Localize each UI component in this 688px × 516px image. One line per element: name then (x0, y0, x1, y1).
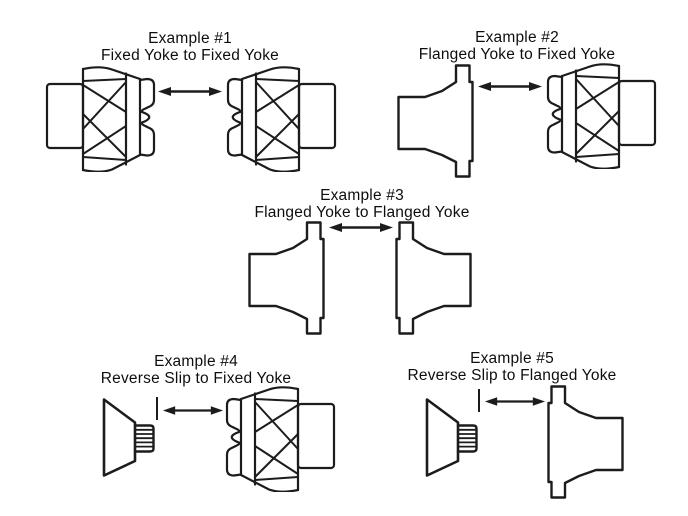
double-arrow-icon (157, 85, 223, 98)
fixed-yoke-drawing (45, 66, 157, 172)
reverse-slip-drawing (424, 398, 479, 478)
flanged-yoke-drawing (394, 221, 472, 335)
example-3-subtitle: Flanged Yoke to Flanged Yoke (254, 204, 470, 221)
reverse-slip-drawing (101, 398, 156, 478)
example-5-subtitle: Reverse Slip to Flanged Yoke (407, 367, 617, 384)
example-3-title: Example #3 (320, 187, 404, 204)
double-arrow-icon (162, 404, 224, 417)
example-1-title: Example #1 (148, 30, 232, 47)
alignment-tick-mark (478, 389, 480, 412)
double-arrow-icon (484, 395, 546, 408)
flanged-yoke-drawing (546, 385, 624, 499)
example-4-title: Example #4 (154, 353, 238, 370)
flanged-yoke-drawing (397, 64, 475, 178)
example-2-title: Example #2 (475, 29, 559, 46)
flanged-yoke-drawing (248, 221, 326, 335)
alignment-tick-mark (156, 397, 158, 420)
double-arrow-icon (477, 80, 543, 93)
example-1-subtitle: Fixed Yoke to Fixed Yoke (100, 47, 280, 64)
fixed-yoke-drawing (545, 63, 657, 169)
double-arrow-icon (328, 221, 394, 234)
fixed-yoke-drawing (225, 66, 337, 172)
fixed-yoke-drawing (224, 386, 336, 492)
example-4-subtitle: Reverse Slip to Fixed Yoke (100, 370, 292, 387)
example-2-subtitle: Flanged Yoke to Fixed Yoke (418, 46, 616, 63)
example-5-title: Example #5 (470, 350, 554, 367)
